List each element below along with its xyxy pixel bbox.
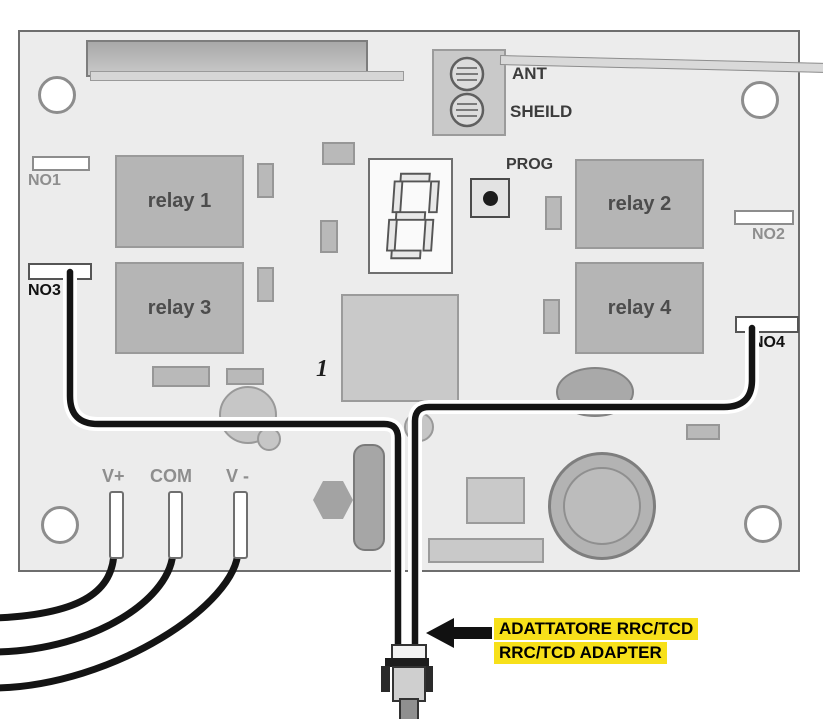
no4-label: NO4 <box>752 334 785 351</box>
transformer <box>341 294 459 402</box>
large-capacitor <box>548 452 656 560</box>
seven-segment-display <box>368 158 453 274</box>
prog-button <box>470 178 510 218</box>
seven-segment-digit-icon <box>385 172 440 260</box>
component-capacitor <box>320 220 338 253</box>
no2-connector <box>734 210 794 225</box>
relay-2: relay 2 <box>575 159 704 249</box>
vplus-label: V+ <box>102 466 125 486</box>
component-resistor <box>152 366 210 387</box>
component-capacitor <box>257 163 274 198</box>
arrow-left-icon <box>426 618 492 648</box>
adapter-plug-body <box>392 666 426 702</box>
top-thin-bar <box>90 71 404 81</box>
vplus-pin <box>109 491 124 559</box>
adapter-plug-tip <box>399 698 419 719</box>
relay-3-label: relay 3 <box>147 296 212 319</box>
relay-4-label: relay 4 <box>607 296 672 319</box>
no3-connector <box>28 263 92 280</box>
transformer-label: 1 <box>316 356 328 382</box>
ant-label: ANT <box>512 64 547 83</box>
callout-line-1: ADATTATORE RRC/TCD <box>494 618 699 640</box>
component-capacitor <box>257 267 274 302</box>
capacitor-ellipse <box>556 367 634 417</box>
component-resistor <box>686 424 720 440</box>
antenna-terminal-block <box>432 49 506 136</box>
large-capacitor-ring <box>563 467 641 545</box>
no4-connector <box>735 316 799 333</box>
vminus-label: V - <box>226 466 250 486</box>
com-pin <box>168 491 183 559</box>
mounting-hole-top-left <box>38 76 76 114</box>
no2-label: NO2 <box>752 226 785 243</box>
component-resistor <box>322 142 355 165</box>
no3-label: NO3 <box>28 282 61 299</box>
component-capacitor <box>545 196 562 230</box>
adapter-plug-band <box>385 658 429 667</box>
no1-label: NO1 <box>28 172 61 189</box>
adapter-plug-tab-left <box>381 666 390 692</box>
callout-line-2: RRC/TCD ADAPTER <box>494 642 667 664</box>
regulator-bar <box>353 444 385 551</box>
adapter-plug-tab-right <box>424 666 433 692</box>
capacitor-small <box>404 412 434 442</box>
component-resistor <box>226 368 264 385</box>
com-label: COM <box>150 466 192 486</box>
relay-1-label: relay 1 <box>147 190 212 212</box>
relay-1: relay 1 <box>115 155 244 248</box>
shield-label: SHEILD <box>510 102 573 121</box>
component-bottom-bar <box>428 538 544 563</box>
no1-connector <box>32 156 90 171</box>
vminus-pin <box>233 491 248 559</box>
prog-label: PROG <box>506 156 554 173</box>
capacitor-small <box>257 427 281 451</box>
mounting-hole-bottom-right <box>744 505 782 543</box>
top-component <box>86 40 368 77</box>
mounting-hole-bottom-left <box>41 506 79 544</box>
component-capacitor <box>543 299 560 334</box>
mounting-hole-top-right <box>741 81 779 119</box>
prog-button-dot <box>482 190 498 206</box>
terminal-screws-icon <box>449 56 485 128</box>
component-block <box>466 477 525 524</box>
relay-4: relay 4 <box>575 262 704 354</box>
relay-2-label: relay 2 <box>607 192 672 215</box>
relay-3: relay 3 <box>115 262 244 354</box>
